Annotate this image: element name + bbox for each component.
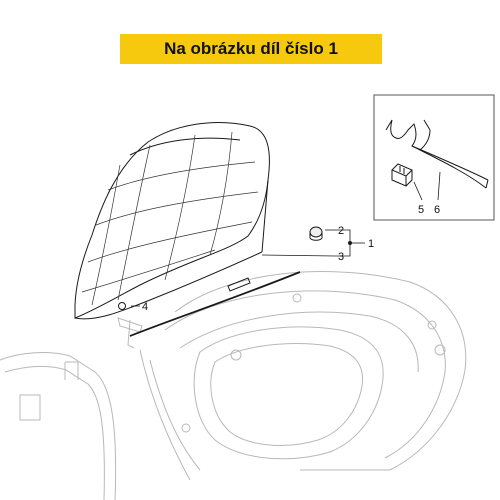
part-4-nut [118,302,126,310]
inset-callout-leaders [413,171,441,201]
callout-2: 2 [338,225,344,237]
callout-3: 3 [338,251,344,263]
part-number-banner: Na obrázku díl číslo 1 [164,39,338,58]
part-2-bumper [309,226,323,241]
part-5-clip [391,163,413,187]
part-6-wrench [385,119,489,189]
callout-4: 4 [142,301,148,313]
callout-6: 6 [434,204,440,216]
scooter-body-outline [0,271,467,500]
callout-junction-dot [348,241,352,245]
tool-inset: 5 6 [373,94,495,221]
callout-5: 5 [418,204,424,216]
seat-drawing [74,122,301,337]
callout-leaders [131,229,365,307]
banner-background [120,34,382,64]
callout-1: 1 [368,238,374,250]
